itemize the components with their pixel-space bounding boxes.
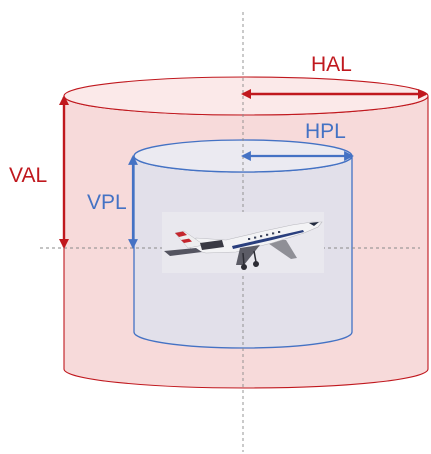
hal-label: HAL [311, 53, 352, 76]
val-label: VAL [9, 164, 47, 187]
hpl-label: HPL [305, 120, 346, 143]
aircraft-icon [162, 212, 324, 273]
vpl-label: VPL [87, 191, 127, 214]
alert-cylinder-top [63, 76, 429, 116]
